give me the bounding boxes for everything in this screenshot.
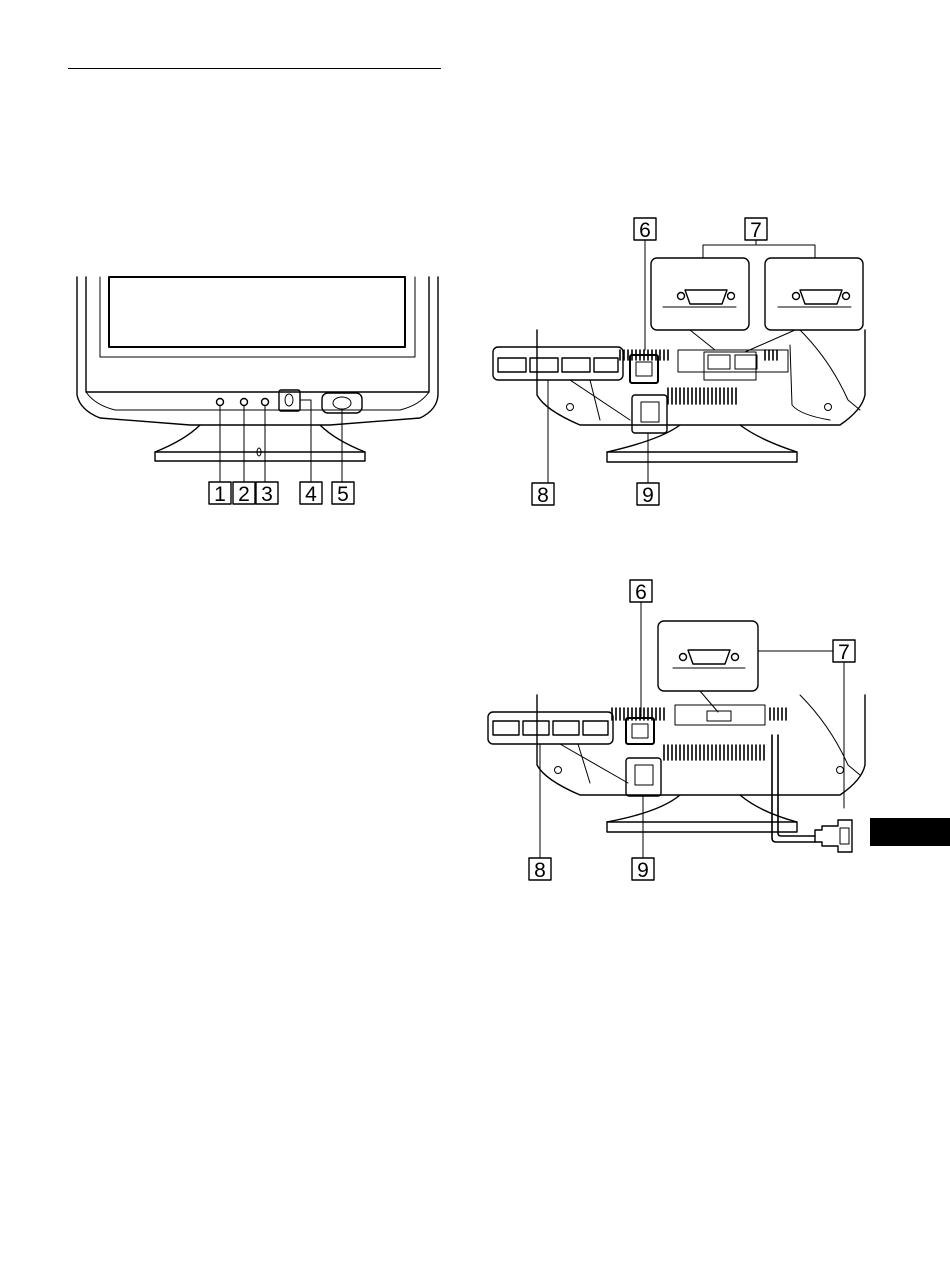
ac-in-socket-2 — [626, 718, 654, 744]
d-sub-plug — [815, 820, 852, 852]
front-callout-2: 2 — [238, 483, 250, 506]
rear1-callout-8: 8 — [537, 484, 549, 507]
rear2-callout-9: 9 — [637, 859, 649, 882]
front-callout-5: 5 — [337, 483, 349, 506]
rear2-callout-8: 8 — [534, 859, 546, 882]
signal-cable — [772, 735, 815, 842]
rear-cabinet-outline-1 — [537, 330, 865, 425]
rear-cabinet-outline-2 — [537, 695, 865, 795]
front-callout-3: 3 — [261, 483, 273, 506]
input-connector-zoom — [658, 621, 758, 691]
front-callout-4: 4 — [305, 483, 317, 506]
front-callout-1: 1 — [214, 483, 226, 506]
crt-screen — [109, 277, 405, 347]
rear-label-2 — [626, 758, 661, 796]
front-button-2 — [241, 399, 248, 406]
rear1-callout-7: 7 — [750, 219, 762, 242]
language-tab — [870, 818, 950, 846]
rear2-callout-7: 7 — [838, 641, 850, 664]
rear2-callout-6: 6 — [635, 581, 647, 604]
rear-stand-1 — [607, 425, 797, 462]
rear1-callout-9: 9 — [642, 484, 654, 507]
rear-label-1 — [632, 395, 667, 433]
front-joystick — [279, 390, 300, 411]
rear-stand-2 — [607, 795, 797, 832]
rear-view-dual-figure: 6 7 8 9 — [493, 218, 865, 507]
front-view-figure: 1 2 3 4 5 — [77, 277, 438, 506]
front-cabinet-outline — [77, 277, 438, 425]
rear1-callout-6: 6 — [639, 219, 651, 242]
front-button-1 — [217, 399, 224, 406]
rear-view-single-figure: 6 7 8 9 — [488, 580, 865, 882]
front-button-3 — [262, 399, 269, 406]
